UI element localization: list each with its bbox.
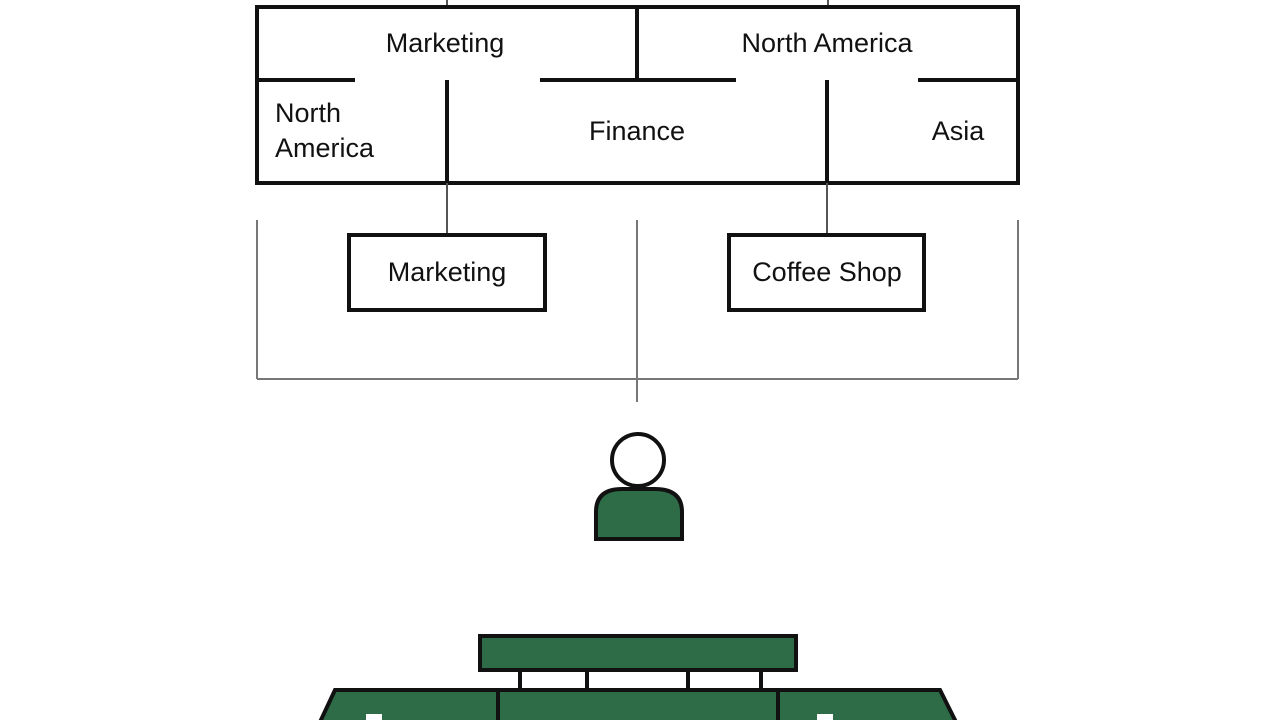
child-box-coffee-shop <box>727 233 926 312</box>
person-icon <box>594 432 684 541</box>
child-label-coffee-shop: Coffee Shop <box>752 257 902 287</box>
bottom-center-label: Finance <box>588 116 686 146</box>
top-right-label: North America <box>741 28 913 58</box>
bottom-left-label: North America <box>275 98 375 164</box>
top-left-label: Marketing <box>385 28 505 58</box>
child-box-marketing <box>347 233 547 312</box>
building-icon <box>316 634 960 724</box>
bottom-right-label: Asia <box>931 116 985 146</box>
child-label-marketing: Marketing <box>387 257 507 287</box>
